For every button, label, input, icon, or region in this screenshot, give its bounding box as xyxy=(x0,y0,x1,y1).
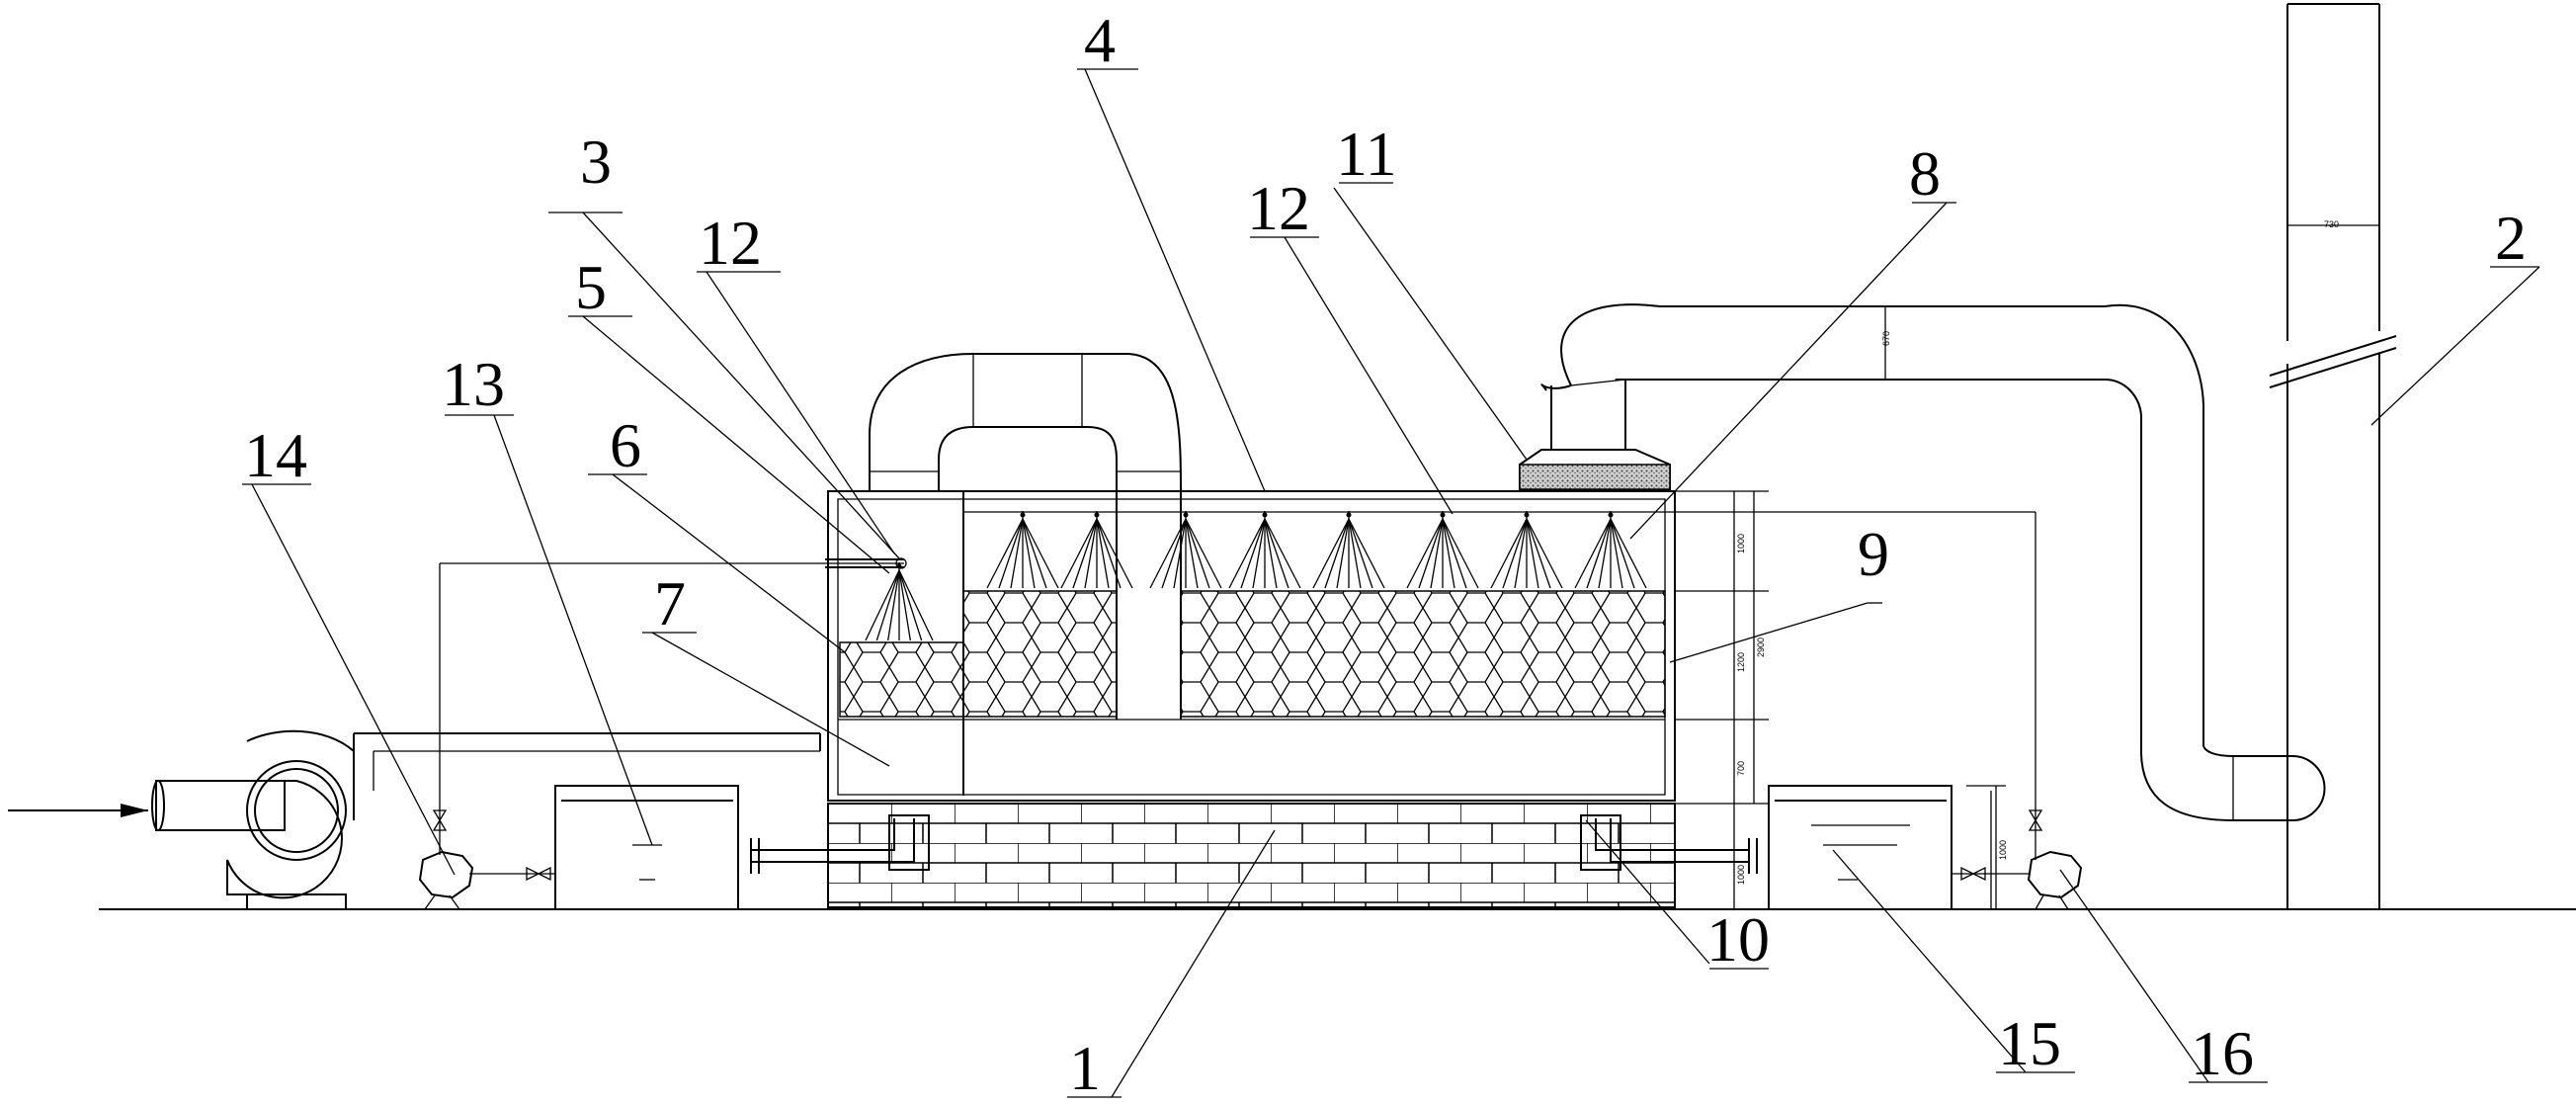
label-4: 4 xyxy=(1084,5,1116,75)
exhaust-stack xyxy=(2270,4,2396,909)
label-14: 14 xyxy=(244,420,307,490)
dim-packing: 1200 xyxy=(1736,652,1746,672)
dim-spray: 1000 xyxy=(1736,534,1746,553)
packing-bed-main-2 xyxy=(1181,591,1665,717)
label-10: 10 xyxy=(1706,904,1770,975)
sump-base xyxy=(828,804,1675,907)
dim-tank: 1000 xyxy=(1998,840,2008,860)
label-15: 15 xyxy=(1998,1008,2061,1078)
pump-left xyxy=(420,810,555,909)
label-11: 11 xyxy=(1336,119,1397,189)
dim-total: 2900 xyxy=(1756,638,1766,657)
label-8: 8 xyxy=(1909,138,1941,209)
spray-nozzle-7 xyxy=(1491,511,1562,588)
label-6: 6 xyxy=(610,410,641,480)
outlet-duct xyxy=(1541,304,2325,820)
spray-nozzle-5 xyxy=(1313,511,1384,588)
spray-nozzle-6 xyxy=(1407,511,1478,588)
label-12b: 12 xyxy=(1247,173,1310,243)
dimension-lines xyxy=(1675,491,2006,909)
label-1: 1 xyxy=(1069,1033,1101,1103)
spray-nozzle-4 xyxy=(1229,511,1300,588)
spray-nozzle-3 xyxy=(1150,511,1221,588)
packing-bed-pre xyxy=(840,642,963,717)
tank-left xyxy=(555,786,738,909)
spray-header xyxy=(440,512,2036,860)
spray-nozzle-8 xyxy=(1575,511,1646,588)
label-3: 3 xyxy=(580,127,612,197)
label-9: 9 xyxy=(1858,519,1889,589)
dim-base: 1000 xyxy=(1736,865,1746,885)
dim-sump: 700 xyxy=(1736,761,1746,776)
pump-right xyxy=(1952,810,2081,909)
drain-left xyxy=(751,815,929,874)
inlet-arrow xyxy=(8,804,148,817)
label-2: 2 xyxy=(2495,203,2527,273)
spray-nozzle-2 xyxy=(1061,511,1132,588)
dim-stack: 730 xyxy=(2324,219,2339,229)
dim-duct: 670 xyxy=(1881,331,1891,346)
packing-bed-main-1 xyxy=(963,591,1117,717)
spray-nozzles xyxy=(866,511,1646,640)
label-16: 16 xyxy=(2191,1018,2254,1088)
label-7: 7 xyxy=(654,568,686,638)
spray-nozzle-1 xyxy=(987,511,1058,588)
label-12a: 12 xyxy=(699,208,762,278)
spray-nozzle-0 xyxy=(866,562,933,640)
leader-lines xyxy=(242,69,2539,1097)
label-5: 5 xyxy=(575,252,607,322)
filter-element xyxy=(1520,450,1670,489)
tank-right xyxy=(1769,786,1991,909)
drain-right xyxy=(1581,815,1757,874)
label-13: 13 xyxy=(442,349,505,419)
blower-fan xyxy=(151,731,820,909)
